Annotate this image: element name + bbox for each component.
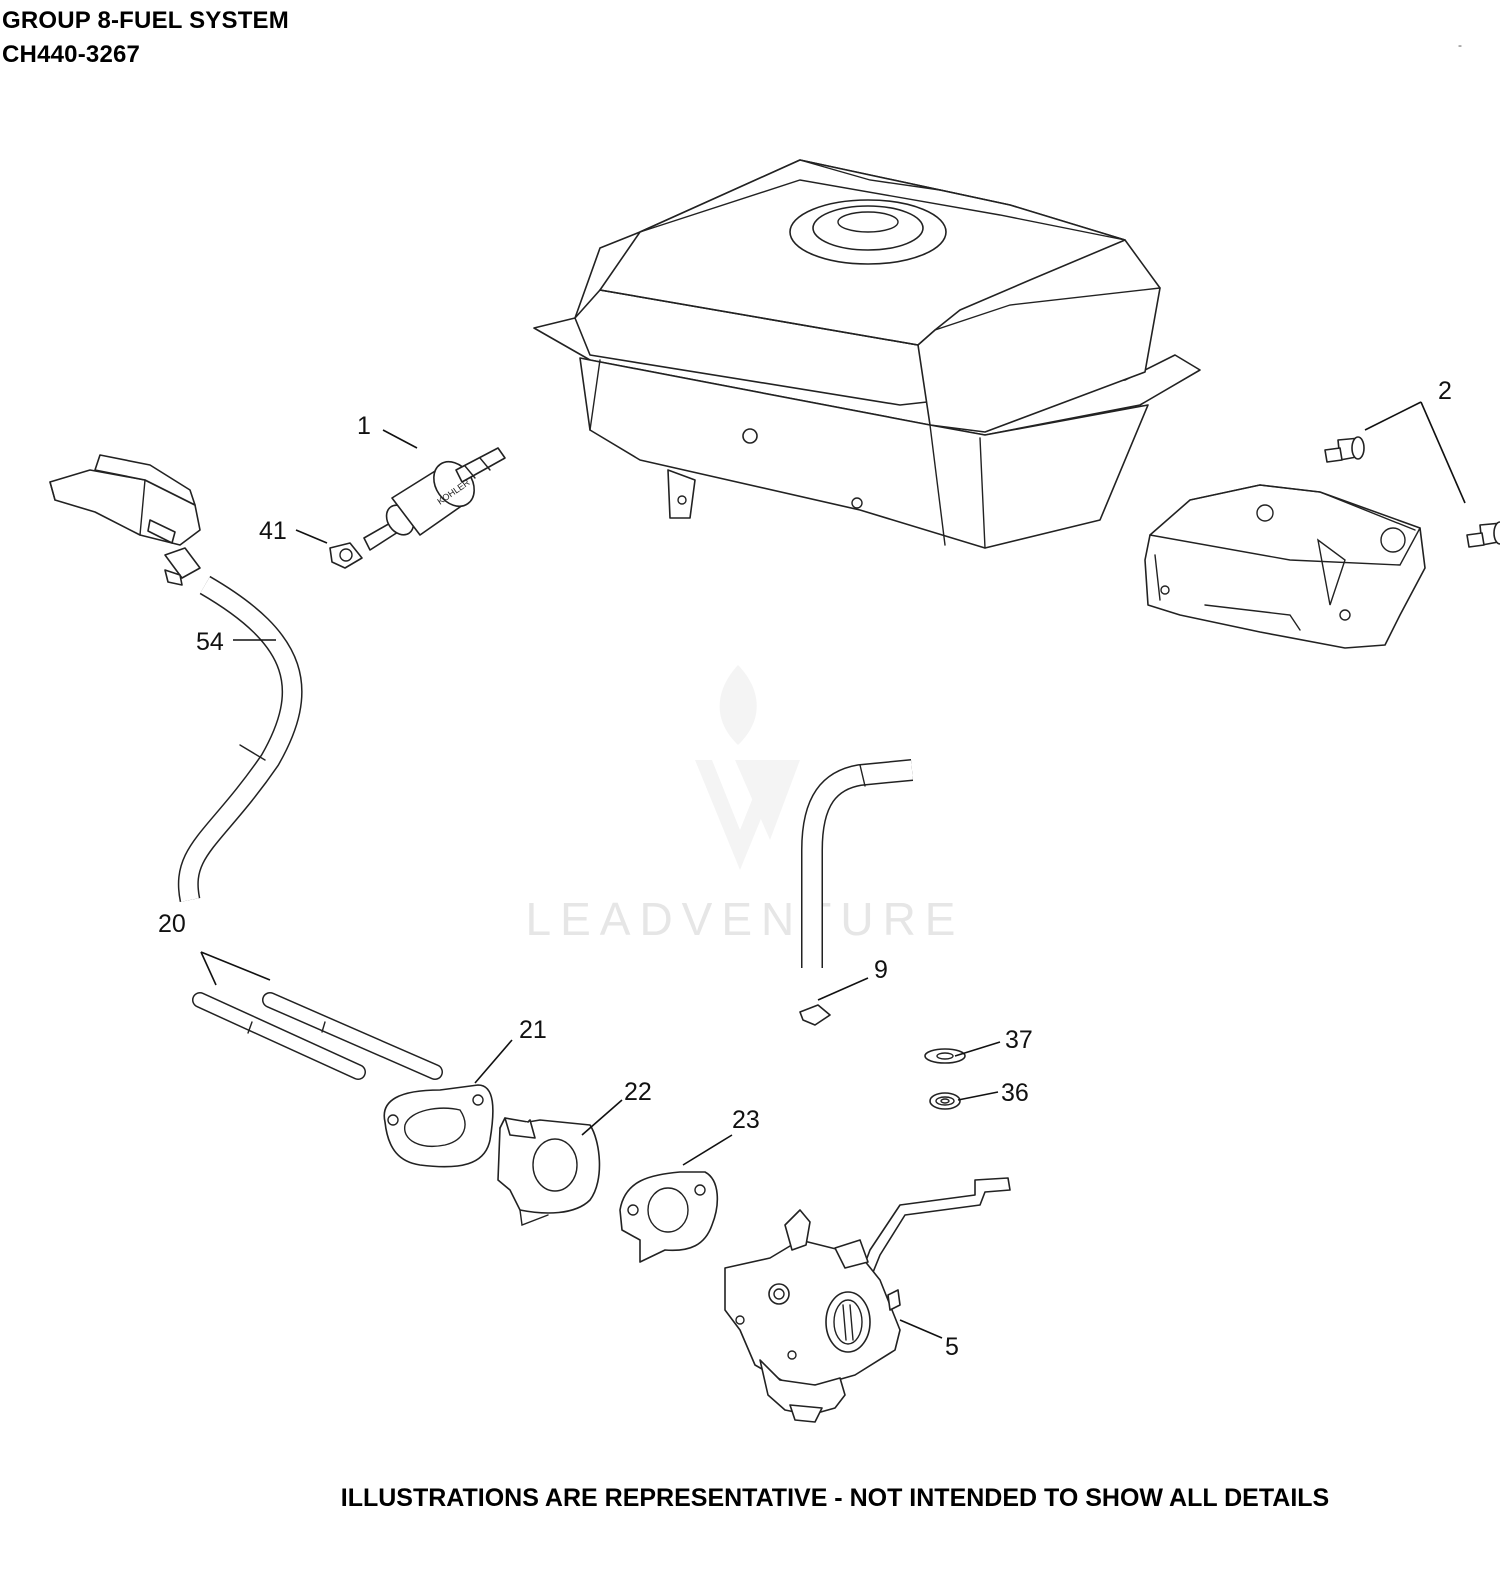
callout-22: 22 <box>624 1078 652 1106</box>
fuel-hose-54 <box>177 575 303 903</box>
disclaimer-footer: ILLUSTRATIONS ARE REPRESENTATIVE - NOT I… <box>340 1484 1330 1512</box>
callout-2: 2 <box>1438 377 1452 405</box>
seal-36 <box>929 1092 961 1110</box>
carburetor-spacer-22 <box>497 1117 601 1226</box>
bracket-screw <box>1466 521 1500 548</box>
fuel-tank <box>533 159 1201 549</box>
corner-mark: - <box>1458 38 1462 52</box>
mounting-stud <box>192 992 366 1080</box>
callout-9: 9 <box>874 956 888 984</box>
breather-tube <box>801 759 914 968</box>
hose-clamp-41 <box>329 542 363 569</box>
gasket-23 <box>619 1171 719 1263</box>
callout-1: 1 <box>357 412 371 440</box>
callout-labels: 1 2 5 9 20 21 22 23 36 37 41 54 <box>158 377 1452 1361</box>
callout-23: 23 <box>732 1106 760 1134</box>
page-title: GROUP 8-FUEL SYSTEM <box>2 7 289 34</box>
bracket-screw <box>1324 436 1365 463</box>
hose-clip-9 <box>799 1004 831 1026</box>
washer-37 <box>924 1048 966 1064</box>
gasket-21 <box>383 1084 494 1168</box>
callout-5: 5 <box>945 1333 959 1361</box>
callout-20: 20 <box>158 910 186 938</box>
model-number: CH440-3267 <box>2 41 141 68</box>
carburetor <box>724 1177 1011 1423</box>
watermark-text: LEADVENTURE <box>526 893 965 945</box>
leader-lines <box>200 401 1466 1339</box>
tank-bracket <box>1144 484 1426 649</box>
fuel-filter: KOHLER <box>363 447 506 551</box>
callout-21: 21 <box>519 1016 547 1044</box>
leadventure-watermark: LEADVENTURE <box>526 665 965 945</box>
fuel-shutoff-valve <box>49 454 201 586</box>
callout-41: 41 <box>259 517 287 545</box>
mounting-stud <box>262 992 443 1080</box>
callout-37: 37 <box>1005 1026 1033 1054</box>
callout-36: 36 <box>1001 1079 1029 1107</box>
callout-54: 54 <box>196 628 224 656</box>
